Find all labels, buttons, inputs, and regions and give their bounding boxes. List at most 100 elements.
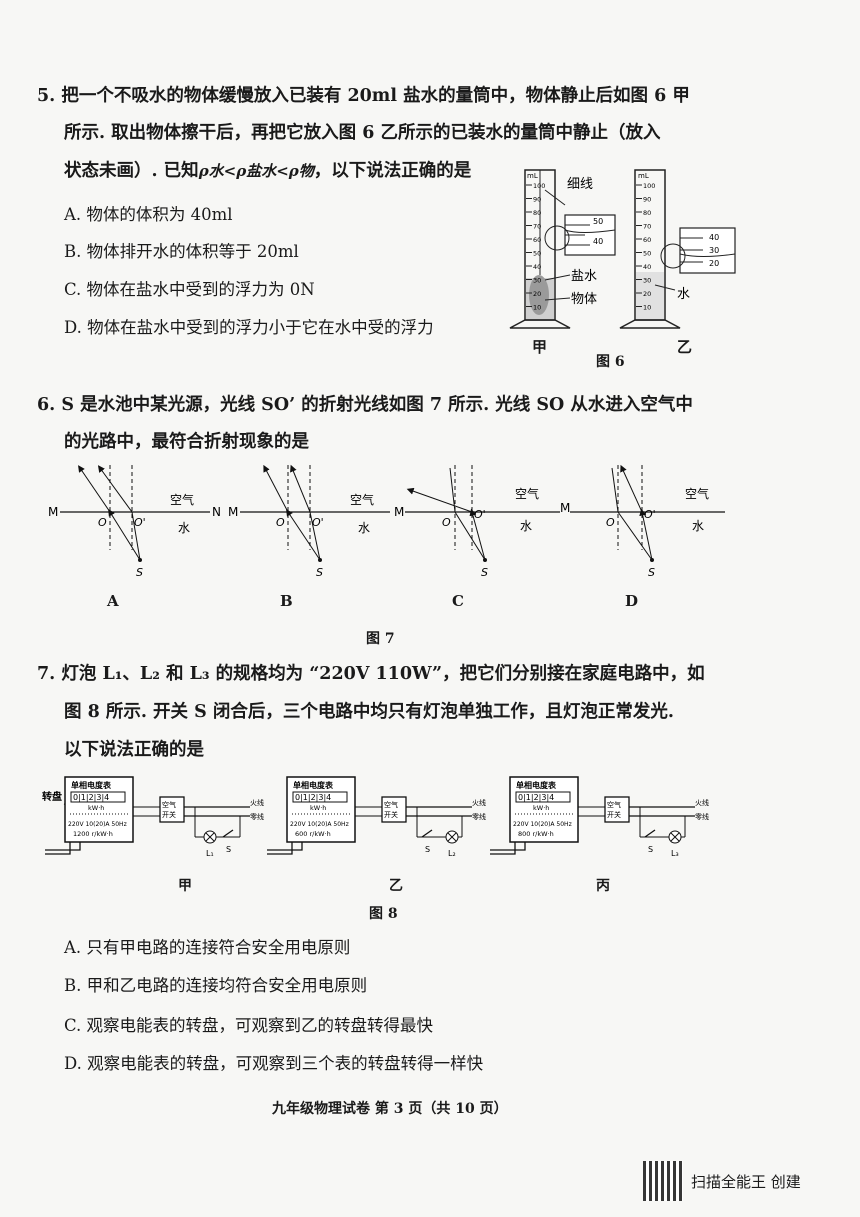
watermark-text: 扫描全能王 创建	[691, 1173, 801, 1191]
meter-digits: 0|1|2|3|4	[295, 793, 331, 802]
meter-rate: 1200 r/kW·h	[73, 830, 113, 838]
scale-label: 30	[643, 277, 651, 285]
label-n-a: N	[212, 505, 221, 519]
meter-spec: 220V 10(20)A 50Hz	[68, 821, 127, 828]
breaker-label-2: 开关	[162, 810, 176, 819]
supply-wire-2	[45, 842, 81, 851]
scale-label: 100	[643, 182, 655, 190]
meter-title: 单相电度表	[516, 780, 557, 790]
unit-right: mL	[638, 172, 649, 180]
label-o2-b: O'	[312, 516, 324, 529]
meter-digits-box	[292, 791, 348, 803]
scale-label: 50	[643, 250, 651, 258]
scale-label: 20	[643, 290, 651, 298]
label-o-a: O	[98, 516, 107, 529]
lamp-cross-2	[205, 832, 215, 842]
option-label-b[interactable]: B	[280, 592, 293, 610]
q7-line2: 图 8 所示. 开关 S 闭合后，三个电路中均只有灯泡单独工作，且灯泡正常发光.	[64, 702, 674, 722]
meter-digits: 0|1|2|3|4	[518, 793, 554, 802]
q5-option-d[interactable]: D. 物体在盐水中受到的浮力小于它在水中受的浮力	[64, 318, 434, 337]
thread-label: 细线	[567, 177, 593, 192]
cylinder-right	[619, 169, 736, 329]
q5-option-b[interactable]: B. 物体排开水的体积等于 20ml	[64, 242, 299, 261]
label-water-b: 水	[358, 521, 370, 535]
option-label-c[interactable]: C	[452, 592, 464, 610]
label-m-b: M	[228, 505, 238, 519]
switch-icon	[644, 829, 656, 838]
breaker-box	[604, 796, 630, 823]
fig8-caption: 图 8	[369, 906, 398, 922]
meter-digits-box	[70, 791, 126, 803]
supply-wire	[490, 842, 516, 855]
q7-option-a[interactable]: A. 只有甲电路的连接符合安全用电原则	[64, 938, 351, 957]
neutral-label: 零线	[250, 812, 264, 821]
switch-icon	[222, 829, 234, 838]
live-label: 火线	[250, 798, 264, 807]
scale-label: 90	[533, 196, 541, 204]
supply-wire-2	[267, 842, 303, 851]
label-water-c: 水	[520, 519, 532, 533]
option-label-a[interactable]: A	[107, 592, 119, 610]
lamp-cross-2	[670, 832, 680, 842]
meter-unit: kW·h	[88, 804, 104, 812]
q5-line3-a: 状态未画）. 已知	[64, 161, 199, 181]
saltwater-label: 盐水	[571, 269, 597, 284]
scale-label: 20	[533, 290, 541, 298]
breaker-box	[381, 796, 407, 823]
breaker-label: 空气	[162, 800, 176, 809]
label-air-d: 空气	[685, 486, 709, 501]
meter-digits: 0|1|2|3|4	[73, 793, 109, 802]
fig6-label-yi: 乙	[677, 338, 693, 356]
q7-option-d[interactable]: D. 观察电能表的转盘，可观察到三个表的转盘转得一样快	[64, 1054, 484, 1073]
meter-rate: 800 r/kW·h	[518, 830, 554, 838]
q5-option-a[interactable]: A. 物体的体积为 40ml	[64, 205, 233, 224]
q7-option-c[interactable]: C. 观察电能表的转盘，可观察到乙的转盘转得最快	[64, 1016, 434, 1035]
label-air-a: 空气	[170, 492, 194, 507]
fig8-label-jia: 甲	[178, 878, 192, 894]
meter-unit: kW·h	[533, 804, 549, 812]
cylinder-left	[509, 169, 616, 329]
diagram-d	[570, 464, 725, 562]
unit-left: mL	[527, 172, 538, 180]
breaker-box	[159, 796, 185, 823]
label-s-b: S	[316, 566, 323, 579]
option-label-d[interactable]: D	[625, 592, 639, 610]
zoom-right-30: 30	[709, 246, 719, 255]
q5-line3-c: ，以下说法正确的是	[313, 161, 472, 181]
label-o2-c: O'	[474, 508, 486, 521]
fig7-caption: 图 7	[366, 631, 395, 647]
q5-line2: 所示. 取出物体擦干后，再把它放入图 6 乙所示的已装水的量筒中静止（放入	[64, 123, 661, 143]
scale-label: 10	[533, 304, 541, 312]
lamp-label: L₂	[448, 849, 456, 858]
label-o2-a: O'	[134, 516, 146, 529]
lamp-label: L₃	[671, 849, 679, 858]
q7-line1: 7. 灯泡 L₁、L₂ 和 L₃ 的规格均为 “220V 110W”，把它们分别…	[37, 664, 705, 684]
zoom-left-50: 50	[593, 217, 603, 226]
label-m-d: M	[560, 501, 570, 515]
q7-option-b[interactable]: B. 甲和乙电路的连接均符合安全用电原则	[64, 976, 368, 995]
switch-label: S	[648, 845, 653, 854]
breaker-label-2: 开关	[607, 810, 621, 819]
scale-label: 90	[643, 196, 651, 204]
meter-unit: kW·h	[310, 804, 326, 812]
switch-icon	[421, 829, 433, 838]
breaker-label-2: 开关	[384, 810, 398, 819]
scale-label: 80	[643, 209, 651, 217]
label-o2-d: O'	[644, 508, 656, 521]
fig8-label-yi: 乙	[389, 878, 403, 894]
label-s-c: S	[481, 566, 488, 579]
zoom-right-40: 40	[709, 233, 719, 242]
meter-spec: 220V 10(20)A 50Hz	[290, 821, 349, 828]
meter-spec: 220V 10(20)A 50Hz	[513, 821, 572, 828]
object-label: 物体	[571, 292, 597, 307]
label-water-d: 水	[692, 519, 704, 533]
breaker-label: 空气	[384, 800, 398, 809]
q5-option-c[interactable]: C. 物体在盐水中受到的浮力为 0N	[64, 280, 315, 299]
label-water-a: 水	[178, 521, 190, 535]
fig6-caption: 图 6	[596, 354, 625, 370]
meter-box	[64, 776, 134, 843]
fig6-label-jia: 甲	[532, 338, 548, 356]
scale-label: 70	[643, 223, 651, 231]
